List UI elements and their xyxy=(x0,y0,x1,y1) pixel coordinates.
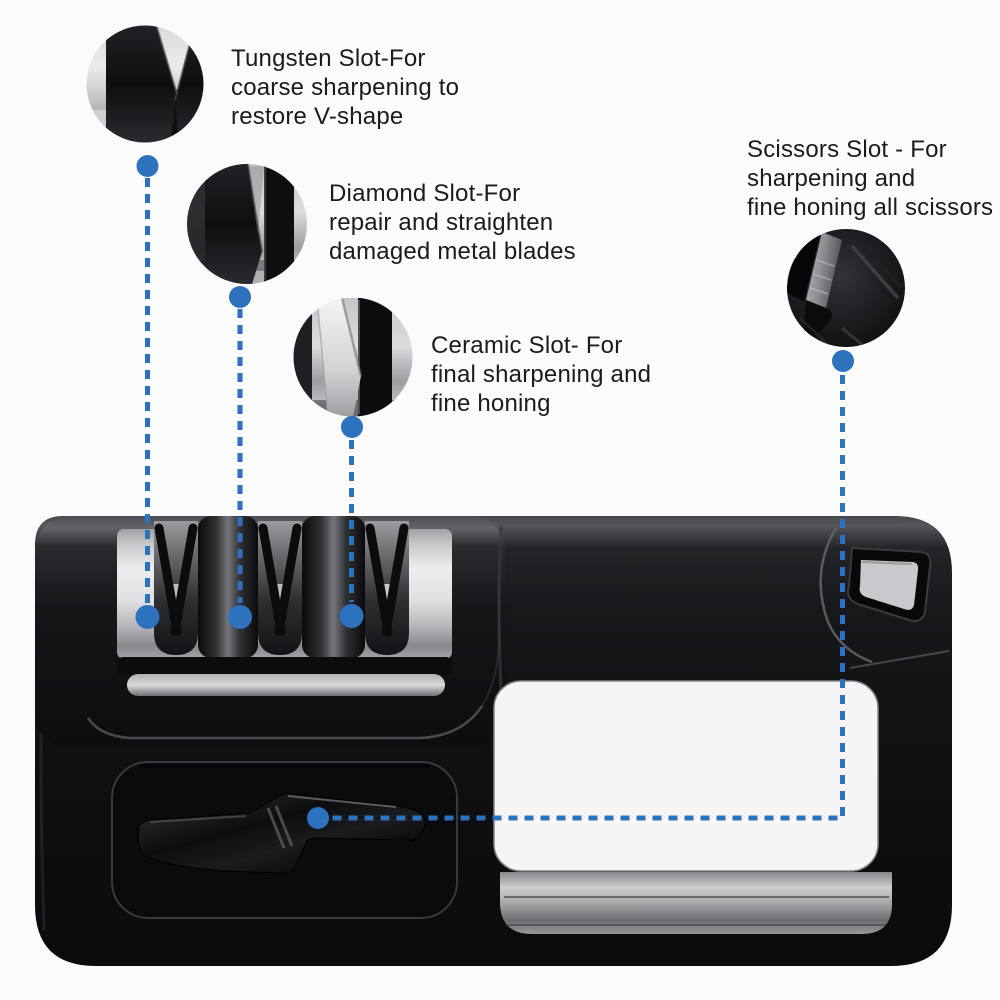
dot-ceramic-slot xyxy=(339,604,364,628)
callout-label-tungsten: Tungsten Slot-For coarse sharpening to r… xyxy=(231,45,460,130)
dot-scissors-slot xyxy=(307,807,329,829)
scissors-slot-recess xyxy=(111,761,458,919)
callout-label-diamond: Diamond Slot-For repair and straighten d… xyxy=(329,180,576,265)
leader-line-scissors xyxy=(331,375,845,821)
sharpener-product xyxy=(35,516,952,966)
scissors-blade-shape xyxy=(137,793,426,874)
ceramic-slot-photo-circle xyxy=(293,297,413,417)
dot-tungsten-top xyxy=(136,155,159,177)
tungsten-slot xyxy=(154,521,198,655)
dot-ceramic-top xyxy=(341,416,363,438)
dot-diamond-slot xyxy=(228,605,252,629)
handle-hole xyxy=(493,680,879,872)
scissors-slot-photo-circle xyxy=(787,229,905,347)
ceramic-slot xyxy=(365,521,409,655)
sharpening-head xyxy=(35,516,505,748)
handle-base-band xyxy=(500,872,892,934)
callout-label-ceramic: Ceramic Slot- For final sharpening and f… xyxy=(431,332,652,417)
diamond-slot-photo-circle xyxy=(187,164,307,284)
hanging-hole xyxy=(819,527,950,669)
leader-lines xyxy=(145,178,845,821)
diamond-slot xyxy=(258,521,302,655)
connector-dots xyxy=(135,155,854,829)
callout-label-scissors: Scissors Slot - For sharpening and fine … xyxy=(747,136,994,221)
tungsten-slot-photo-circle xyxy=(86,25,204,143)
dot-diamond-top xyxy=(229,286,251,308)
dot-tungsten-slot xyxy=(135,605,160,629)
dot-scissors-top xyxy=(832,350,854,372)
